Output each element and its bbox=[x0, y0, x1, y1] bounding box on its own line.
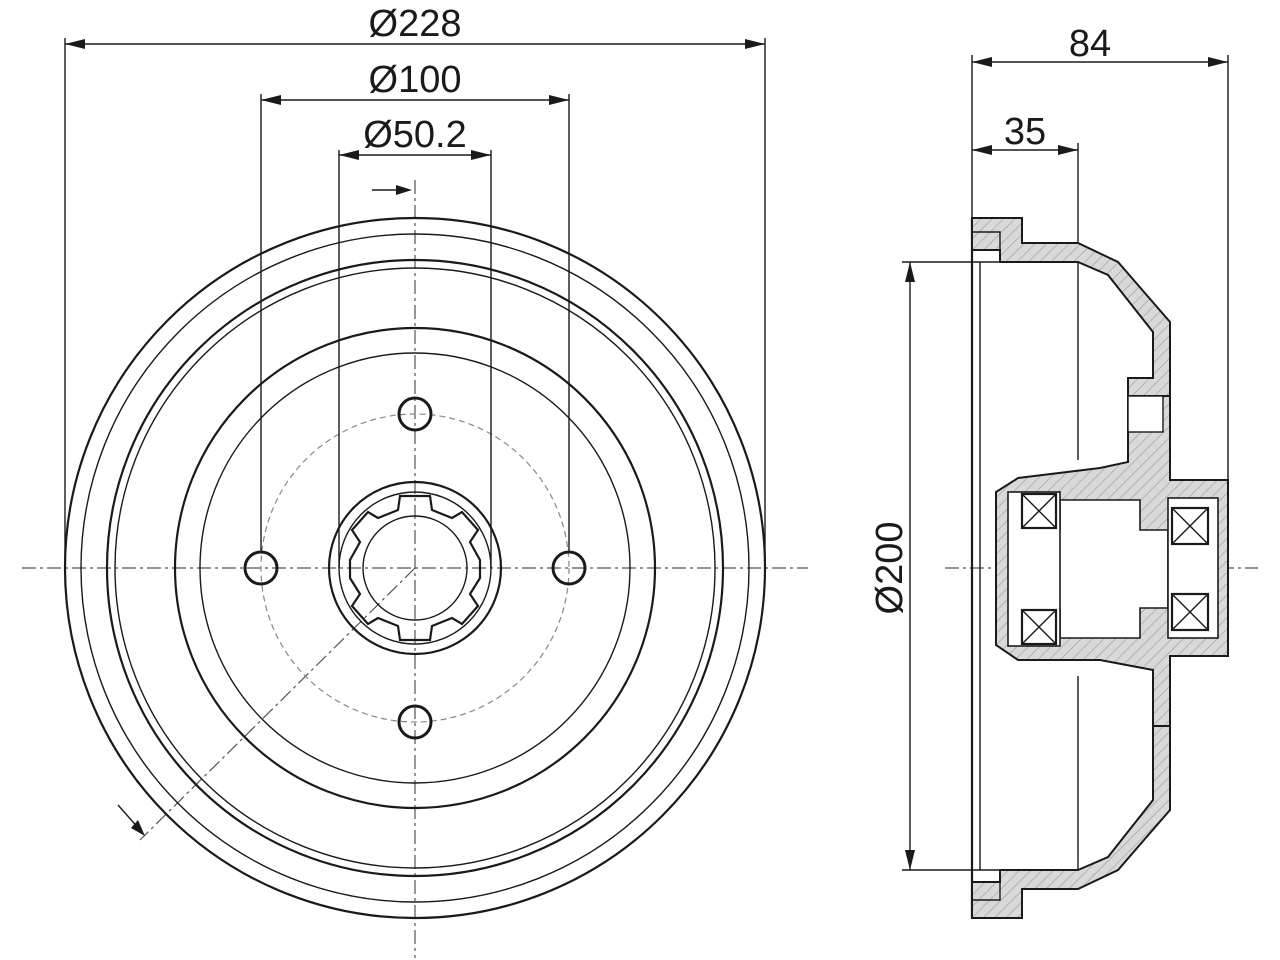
dim-200-label: Ø200 bbox=[869, 522, 911, 615]
drum-ring-5 bbox=[173, 326, 657, 810]
hub-outer-bearing-seat bbox=[1167, 497, 1219, 639]
dim-50-arrow-left bbox=[339, 150, 359, 160]
dim-100-arrow-right bbox=[549, 95, 569, 105]
front-view: Ø228 Ø100 Ø50.2 bbox=[22, 3, 808, 958]
bearing-inner-top bbox=[1020, 492, 1058, 530]
dim-228-label: Ø228 bbox=[369, 3, 462, 45]
upper-wall-section bbox=[971, 217, 1171, 397]
drum-ring-2 bbox=[80, 233, 750, 903]
top-marker-arrow bbox=[396, 185, 412, 195]
dim-35-arrow-left bbox=[972, 145, 992, 155]
dim-50-label: Ø50.2 bbox=[363, 114, 467, 156]
side-section-view: 84 35 Ø200 bbox=[869, 23, 1258, 919]
drum-ring-4 bbox=[114, 267, 716, 869]
bearing-outer-top bbox=[1170, 506, 1210, 546]
lower-wall-section bbox=[971, 725, 1171, 919]
drum-ring-6 bbox=[199, 352, 631, 784]
bolt-hole-bottom bbox=[397, 704, 433, 740]
dim-228-arrow-right bbox=[745, 39, 765, 49]
dim-100-arrow-left bbox=[261, 95, 281, 105]
splined-bore bbox=[348, 494, 482, 642]
dim-84-label: 84 bbox=[1069, 23, 1111, 65]
dim-228-arrow-left bbox=[65, 39, 85, 49]
dim-100-label: Ø100 bbox=[369, 59, 462, 101]
bearing-inner-bottom bbox=[1020, 608, 1058, 646]
dim-84-arrow-left bbox=[972, 57, 992, 67]
lower-flange-notch bbox=[972, 882, 1001, 901]
dim-35-arrow-right bbox=[1058, 145, 1078, 155]
drum-ring-3 bbox=[105, 258, 725, 878]
bolt-pitch-circle bbox=[260, 413, 570, 723]
front-diagonal-centerline bbox=[139, 567, 416, 841]
bolt-hole-top bbox=[397, 396, 433, 432]
hub-outer bbox=[327, 480, 503, 656]
dim-200-arrow-bottom bbox=[905, 850, 915, 870]
dim-35-label: 35 bbox=[1004, 111, 1046, 153]
hub-inner-bearing-seat bbox=[1007, 491, 1061, 647]
bearing-outer-bottom bbox=[1170, 592, 1210, 632]
diag-marker-arrow bbox=[131, 820, 145, 836]
dim-200-arrow-top bbox=[905, 262, 915, 282]
upper-flange-notch bbox=[972, 231, 1001, 250]
dim-50-arrow-right bbox=[471, 150, 491, 160]
dim-84-arrow-right bbox=[1208, 57, 1228, 67]
bore bbox=[362, 515, 468, 621]
hub-vent bbox=[1127, 395, 1164, 433]
